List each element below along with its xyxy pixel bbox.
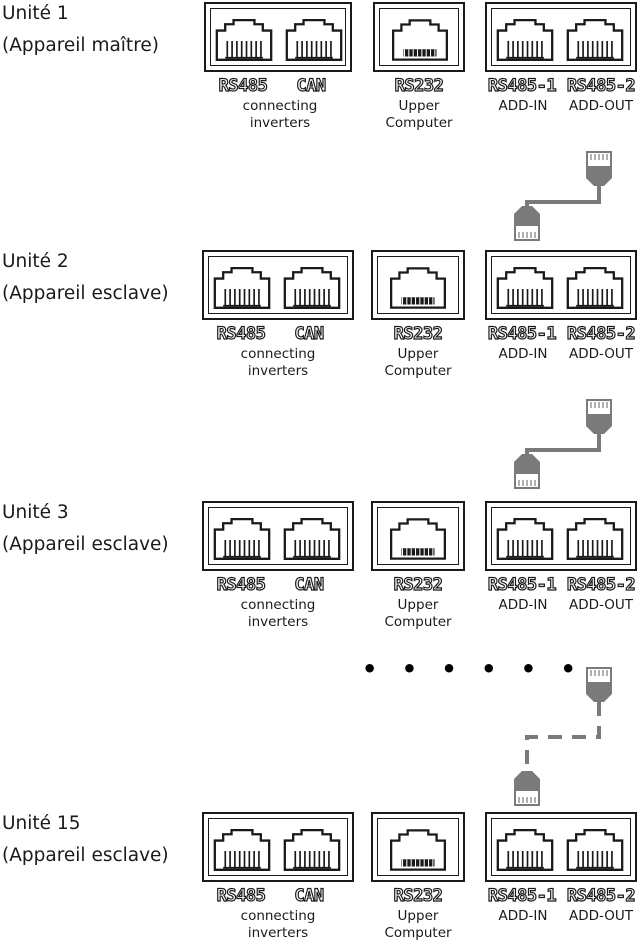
unit-role: (Appareil esclave) — [2, 845, 169, 866]
unit-role: (Appareil esclave) — [2, 283, 169, 304]
unit-label: Unité 1 — [2, 3, 69, 24]
rs485-2-jack-icon — [566, 18, 624, 61]
mid-port-panel — [373, 2, 465, 72]
add-out-label: ADD-OUT — [568, 597, 634, 613]
left-port-desc-2: inverters — [247, 363, 309, 379]
add-in-plug-icon — [514, 454, 540, 489]
mid-port-desc-1: Upper — [398, 98, 440, 114]
unit-label: Unité 3 — [2, 502, 69, 523]
left-port-desc-1: connecting — [240, 346, 316, 362]
left-port-desc-1: connecting — [240, 908, 316, 924]
unit-role: (Appareil maître) — [2, 35, 159, 56]
rs232-jack-icon — [389, 518, 447, 560]
rs232-jack-icon — [389, 267, 447, 309]
rs485-2-title: RS485-2 — [566, 323, 636, 344]
connection-cable — [525, 434, 601, 454]
panel-frame — [208, 507, 348, 565]
panel-frame — [377, 507, 459, 565]
left-port-desc-2: inverters — [247, 925, 309, 941]
unit-label: Unité 2 — [2, 251, 69, 272]
rs485-1-jack-icon — [496, 266, 554, 309]
can-jack-icon — [283, 517, 341, 560]
rs485-1-title: RS485-1 — [487, 75, 557, 96]
add-out-plug-icon — [586, 151, 612, 186]
panel-frame — [208, 256, 348, 314]
rs232-jack-icon — [389, 829, 447, 871]
rs232-title: RS232 — [393, 885, 443, 906]
rs485-1-jack-icon — [496, 517, 554, 560]
rs485-jack-icon — [213, 517, 271, 560]
can-jack-icon — [283, 266, 341, 309]
unit-label: Unité 15 — [2, 813, 81, 834]
add-out-label: ADD-OUT — [568, 98, 634, 114]
rs485-title: RS485 — [216, 885, 266, 906]
add-in-label: ADD-IN — [498, 98, 548, 114]
add-in-plug-icon — [514, 771, 540, 806]
rs485-2-title: RS485-2 — [566, 75, 636, 96]
can-title: CAN — [296, 75, 327, 96]
add-in-label: ADD-IN — [498, 597, 548, 613]
rs485-jack-icon — [213, 828, 271, 871]
mid-port-desc-1: Upper — [397, 597, 439, 613]
left-port-desc-2: inverters — [249, 115, 311, 131]
add-out-label: ADD-OUT — [568, 346, 634, 362]
add-in-label: ADD-IN — [498, 346, 548, 362]
unit-role: (Appareil esclave) — [2, 534, 169, 555]
panel-frame — [491, 818, 631, 876]
panel-frame — [208, 818, 348, 876]
rs485-1-title: RS485-1 — [487, 885, 557, 906]
rs485-title: RS485 — [216, 323, 266, 344]
rs485-title: RS485 — [216, 574, 266, 595]
rs485-1-title: RS485-1 — [487, 574, 557, 595]
rs232-title: RS232 — [393, 323, 443, 344]
can-title: CAN — [294, 885, 325, 906]
rs485-2-title: RS485-2 — [566, 574, 636, 595]
can-jack-icon — [283, 828, 341, 871]
can-jack-icon — [285, 18, 343, 61]
add-in-plug-icon — [514, 206, 540, 241]
mid-port-desc-2: Computer — [385, 115, 453, 131]
left-port-desc-1: connecting — [242, 98, 318, 114]
panel-frame — [491, 256, 631, 314]
rs232-jack-icon — [391, 19, 449, 61]
rs485-2-jack-icon — [566, 517, 624, 560]
can-title: CAN — [294, 574, 325, 595]
panel-frame — [377, 818, 459, 876]
ellipsis: • • • • • • — [362, 655, 584, 683]
mid-port-desc-1: Upper — [397, 908, 439, 924]
rs485-2-title: RS485-2 — [566, 885, 636, 906]
left-port-desc-2: inverters — [247, 614, 309, 630]
can-title: CAN — [294, 323, 325, 344]
rs485-1-jack-icon — [496, 18, 554, 61]
panel-frame — [491, 8, 631, 66]
connection-cable — [525, 702, 601, 771]
mid-port-desc-2: Computer — [384, 614, 452, 630]
rs485-title: RS485 — [218, 75, 268, 96]
add-out-plug-icon — [586, 667, 612, 702]
rs485-jack-icon — [213, 266, 271, 309]
panel-frame — [491, 507, 631, 565]
panel-frame — [377, 256, 459, 314]
left-port-desc-1: connecting — [240, 597, 316, 613]
add-out-label: ADD-OUT — [568, 908, 634, 924]
rs232-title: RS232 — [393, 574, 443, 595]
panel-frame — [210, 8, 346, 66]
rs232-title: RS232 — [394, 75, 444, 96]
connection-cable — [525, 186, 601, 206]
rs485-2-jack-icon — [566, 266, 624, 309]
mid-port-desc-2: Computer — [384, 363, 452, 379]
panel-frame — [379, 8, 459, 66]
add-out-plug-icon — [586, 399, 612, 434]
rs485-jack-icon — [215, 18, 273, 61]
rs485-1-jack-icon — [496, 828, 554, 871]
rs485-1-title: RS485-1 — [487, 323, 557, 344]
mid-port-desc-2: Computer — [384, 925, 452, 941]
mid-port-desc-1: Upper — [397, 346, 439, 362]
add-in-label: ADD-IN — [498, 908, 548, 924]
rs485-2-jack-icon — [566, 828, 624, 871]
